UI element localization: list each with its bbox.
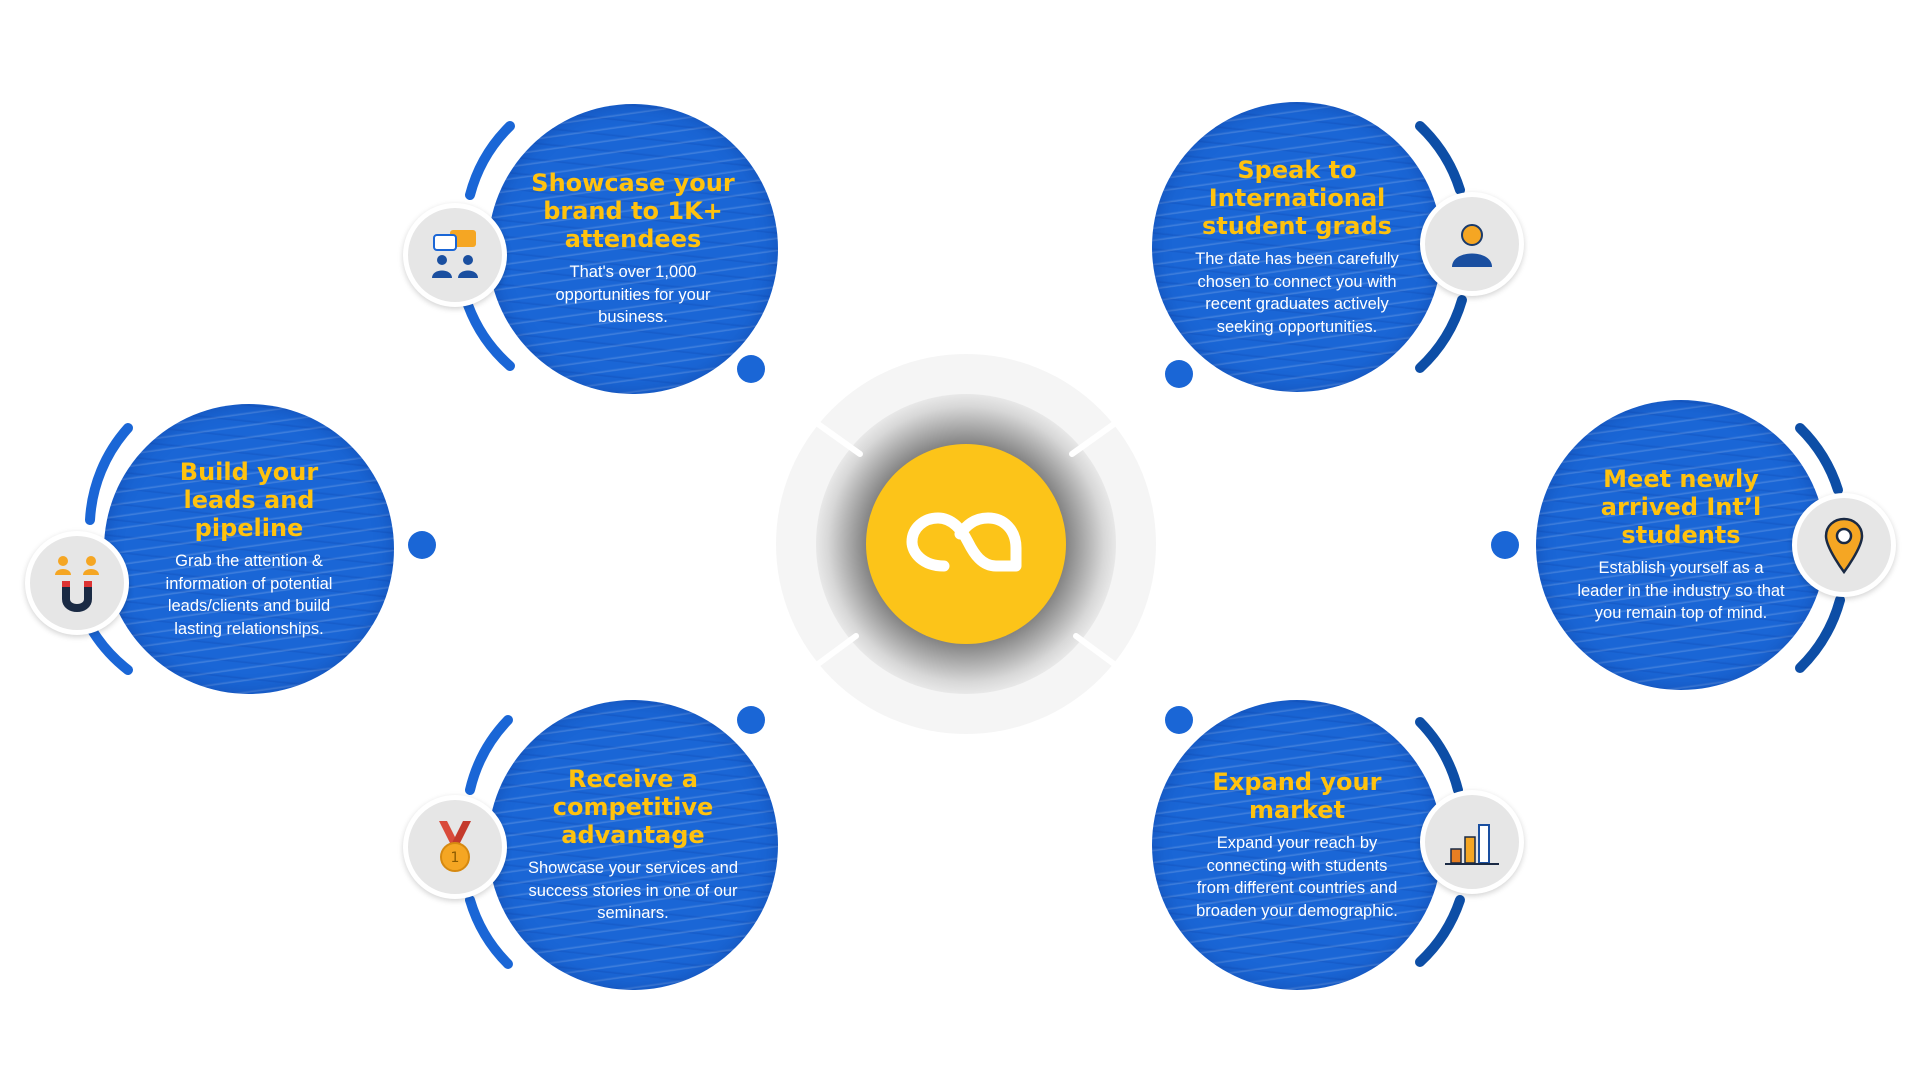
arc xyxy=(1415,121,1465,195)
card-title: Build your leads and pipeline xyxy=(179,458,319,542)
card-description: Showcase your services and success stori… xyxy=(527,859,739,923)
card-description: The date has been carefully chosen to co… xyxy=(1195,250,1399,336)
connector-dot xyxy=(737,706,765,734)
bar-chart-icon xyxy=(1445,824,1499,865)
card-icon-badge xyxy=(1420,790,1524,894)
card-title: Showcase your brand to 1K+ attendees xyxy=(531,169,735,254)
card-showcase-brand: Showcase your brand to 1K+ attendees Tha… xyxy=(488,104,778,394)
location-pin-icon xyxy=(1824,517,1864,574)
medal-icon: 1 xyxy=(439,821,471,872)
card-description: Grab the attention & information of pote… xyxy=(165,552,333,638)
connector-dot xyxy=(1165,360,1193,388)
card-title: Meet newly arrived Int’l students xyxy=(1600,465,1762,550)
arc xyxy=(463,300,515,371)
card-icon-badge xyxy=(1420,192,1524,296)
card-description: Establish yourself as a leader in the in… xyxy=(1577,559,1785,623)
card-icon-badge: 1 xyxy=(403,795,507,899)
arc xyxy=(1795,423,1843,495)
connector-dot xyxy=(1491,531,1519,559)
card-description: Expand your reach by connecting with stu… xyxy=(1196,834,1398,920)
card-expand-market: Expand your market Expand your reach by … xyxy=(1152,700,1442,990)
card-title: Expand your market xyxy=(1212,768,1382,824)
arc xyxy=(465,715,513,795)
card-build-leads: Build your leads and pipeline Grab the a… xyxy=(104,404,394,694)
connector-dot xyxy=(408,531,436,559)
arc xyxy=(1415,717,1463,795)
card-description: That's over 1,000 opportunities for your… xyxy=(555,263,711,327)
card-meet-newly-arrived: Meet newly arrived Int’l students Establ… xyxy=(1536,400,1826,690)
person-icon xyxy=(1452,224,1492,267)
card-title: Receive a competitive advantage xyxy=(552,765,714,850)
center-hub xyxy=(866,444,1066,644)
connector-dot xyxy=(737,355,765,383)
card-competitive-advantage: Receive a competitive advantage Showcase… xyxy=(488,700,778,990)
center-dividers xyxy=(815,421,1117,667)
card-speak-international: Speak to International student grads The… xyxy=(1152,102,1442,392)
arc xyxy=(87,625,133,675)
arc xyxy=(1415,895,1465,967)
team-chat-icon xyxy=(432,230,478,278)
card-icon-badge xyxy=(25,531,129,635)
infinity-loop-logo-icon xyxy=(906,512,1022,572)
magnet-people-icon xyxy=(55,556,99,612)
card-icon-badge xyxy=(403,203,507,307)
arc xyxy=(465,895,513,969)
arc xyxy=(465,121,515,200)
arc xyxy=(1795,595,1845,673)
card-title: Speak to International student grads xyxy=(1202,156,1392,240)
arc xyxy=(85,423,133,525)
svg-text:1: 1 xyxy=(451,850,460,866)
arc xyxy=(1415,295,1467,373)
card-icon-badge xyxy=(1792,493,1896,597)
connector-dot xyxy=(1165,706,1193,734)
